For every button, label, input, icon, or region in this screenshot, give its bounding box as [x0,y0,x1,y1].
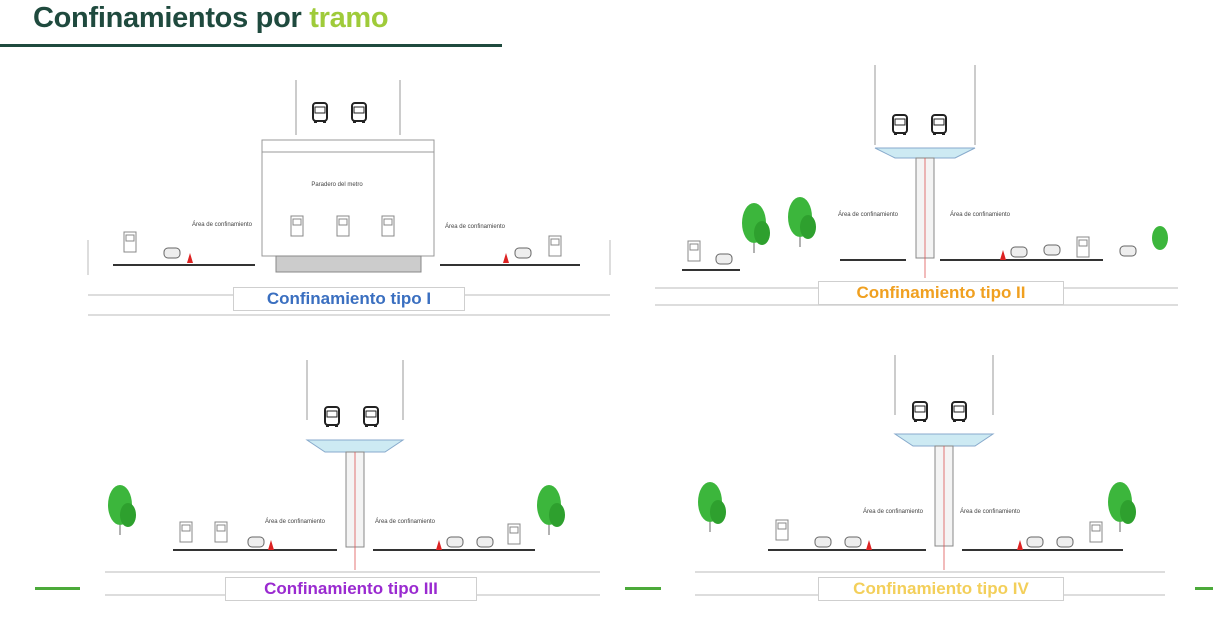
area-label: Área de confinamiento [265,518,326,525]
label-tipo-3: Confinamiento tipo III [225,577,477,601]
area-label: Área de confinamiento [950,211,1011,218]
area-label: Área de confinamiento [863,508,924,515]
divider-mark [35,587,80,590]
section-tipo-4: Área de confinamiento Área de confinamie… [695,355,1165,596]
title-main: Confinamientos por [33,2,302,34]
section-tipo-1: Paradero del metro Área de confinamiento… [87,80,611,316]
label-tipo-4: Confinamiento tipo IV [818,577,1064,601]
area-label: Área de confinamiento [192,221,253,228]
label-tipo-1: Confinamiento tipo I [233,287,465,311]
divider-mark [625,587,661,590]
area-label: Área de confinamiento [960,508,1021,515]
label-tipo-2: Confinamiento tipo II [818,281,1064,305]
divider-mark [1195,587,1213,590]
area-label: Área de confinamiento [838,211,899,218]
title-underline [0,44,502,47]
area-label: Área de confinamiento [445,223,506,230]
title-accent: tramo [309,2,389,34]
section-tipo-3: Área de confinamiento Área de confinamie… [105,360,600,596]
station-label: Paradero del metro [311,182,363,188]
page-title: Confinamientos por tramo [33,2,389,35]
section-tipo-2: Área de confinamiento Área de confinamie… [655,65,1178,306]
area-label: Área de confinamiento [375,518,436,525]
